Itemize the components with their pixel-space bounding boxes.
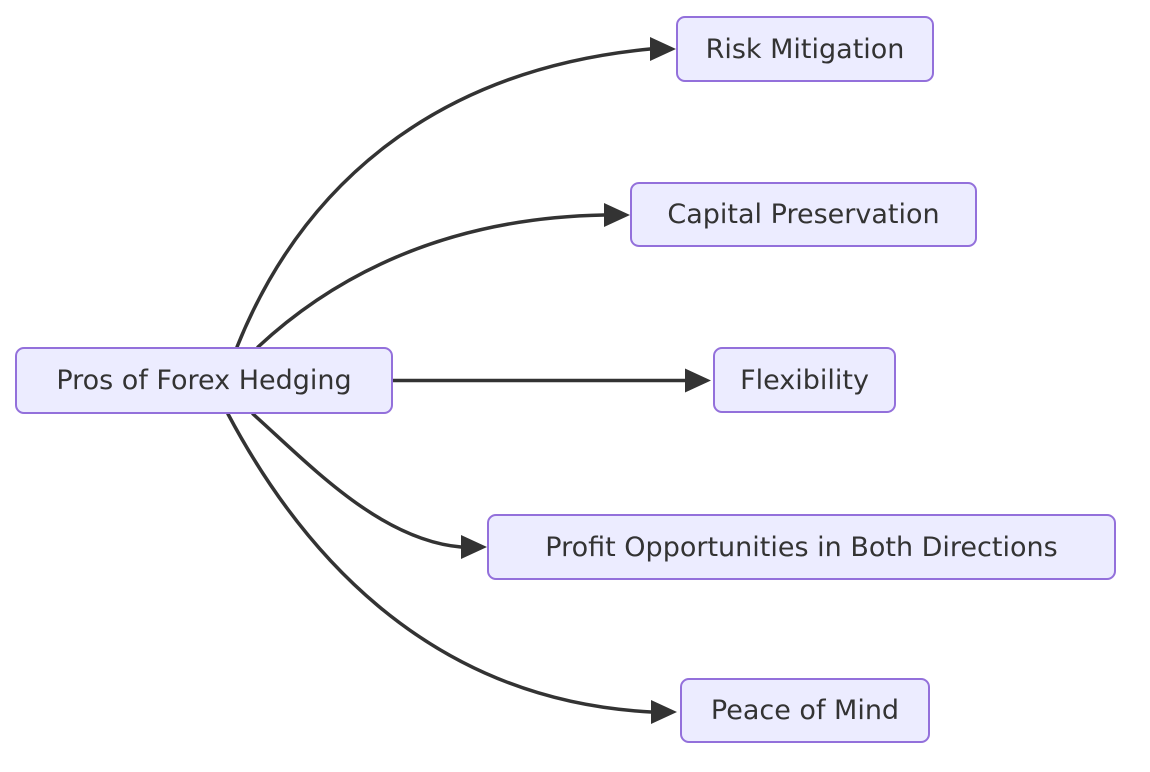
arrowhead-risk-mitigation-icon: [650, 37, 676, 61]
node-risk-mitigation: Risk Mitigation: [676, 16, 934, 82]
edge-root-to-risk-mitigation: [235, 47, 652, 349]
arrowhead-flexibility-icon: [685, 368, 711, 393]
node-label: Pros of Forex Hedging: [56, 365, 352, 396]
node-profit-opportunities: Profit Opportunities in Both Directions: [487, 514, 1116, 580]
node-label: Peace of Mind: [710, 695, 900, 726]
node-label: Risk Mitigation: [705, 33, 905, 65]
node-label: Capital Preservation: [667, 199, 940, 230]
arrowhead-profit-opportunities-icon: [461, 535, 487, 559]
node-label: Flexibility: [740, 364, 869, 396]
edge-root-to-profit-opportunities: [251, 412, 463, 549]
node-flexibility: Flexibility: [713, 347, 896, 413]
edge-root-to-capital-preservation: [256, 213, 606, 349]
arrowhead-peace-of-mind-icon: [651, 700, 677, 724]
node-peace-of-mind: Peace of Mind: [680, 678, 930, 743]
node-pros-of-forex-hedging: Pros of Forex Hedging: [15, 347, 393, 414]
node-label: Profit Opportunities in Both Directions: [545, 531, 1058, 563]
node-capital-preservation: Capital Preservation: [630, 182, 977, 247]
arrowhead-capital-preservation-icon: [604, 203, 630, 227]
